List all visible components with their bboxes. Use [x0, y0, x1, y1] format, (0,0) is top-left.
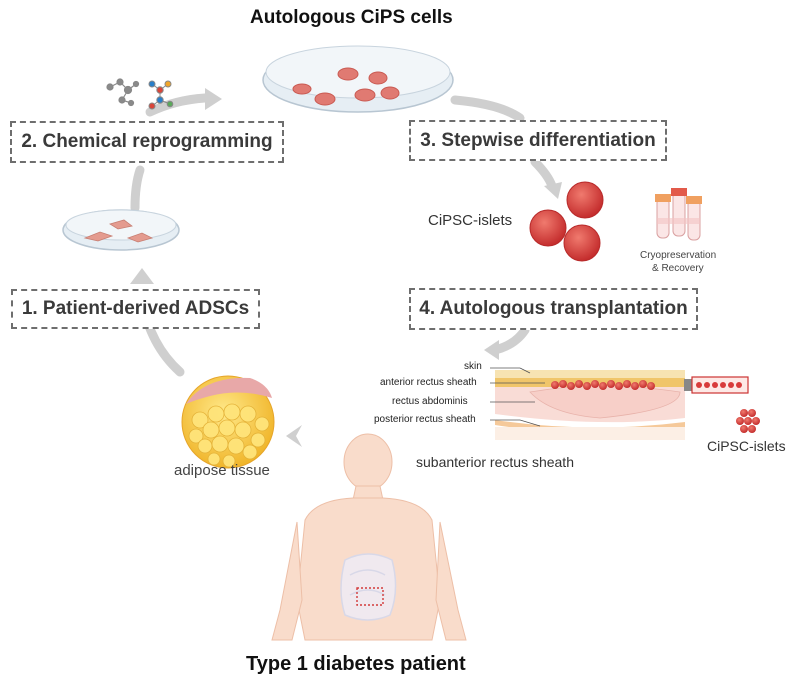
- layer-leader-lines: [490, 367, 545, 427]
- cryo-label-line2: & Recovery: [652, 263, 704, 274]
- cips-cell: [292, 83, 312, 95]
- arrow-step4-to-site: [490, 325, 530, 355]
- arrow-step2-to-cips: [145, 93, 210, 117]
- islets-label-upper: CiPSC-islets: [428, 212, 513, 229]
- adipose-tissue-illustration: [181, 375, 275, 469]
- cipsc-islet-clusters: [529, 181, 604, 262]
- title-cips-cells: Autologous CiPS cells: [250, 7, 453, 28]
- islets-label-lower: CiPSC-islets: [707, 438, 786, 454]
- step-2-label: 2. Chemical reprogramming: [21, 131, 273, 152]
- transplant-site-label: subanterior rectus sheath: [416, 454, 574, 470]
- arrowhead-site: [484, 340, 499, 360]
- small-islet-cluster: [736, 409, 760, 433]
- cips-cell: [380, 86, 400, 100]
- layer-label-posterior-rectus-sheath: posterior rectus sheath: [374, 414, 476, 425]
- cryovial-icon: [655, 188, 702, 241]
- adipose-tissue-label: adipose tissue: [174, 462, 270, 479]
- cips-culture-dish: [262, 45, 454, 113]
- step-2-box: 2. Chemical reprogramming: [10, 121, 284, 163]
- step-4-box: 4. Autologous transplantation: [409, 288, 698, 330]
- step-1-box: 1. Patient-derived ADSCs: [11, 289, 260, 329]
- layer-label-skin: skin: [464, 361, 482, 372]
- arrow-heads: [130, 88, 562, 447]
- islet-cluster: [529, 209, 567, 247]
- molecule-icon-color: [148, 80, 174, 110]
- cips-cell: [368, 71, 388, 85]
- islet-cluster: [563, 224, 601, 262]
- arrow-cips-to-step3: [450, 95, 525, 123]
- adsc-cell: [109, 219, 133, 230]
- molecule-icon-gray: [106, 78, 140, 107]
- step-3-box: 3. Stepwise differentiation: [409, 120, 667, 161]
- adsc-culture-dish: [62, 209, 180, 251]
- layer-label-rectus-abdominis: rectus abdominis: [392, 396, 468, 407]
- cips-cell: [314, 92, 336, 106]
- islet-cluster: [566, 181, 604, 219]
- step-3-label: 3. Stepwise differentiation: [420, 129, 656, 151]
- layer-label-anterior-rectus-sheath: anterior rectus sheath: [380, 377, 477, 388]
- arrow-step3-to-islets: [530, 157, 557, 191]
- abdomen-organs: [340, 553, 397, 621]
- transplant-site-marker: [356, 587, 384, 606]
- arrow-dish-to-step2: [130, 165, 145, 213]
- step-4-label: 4. Autologous transplantation: [419, 298, 688, 319]
- adsc-cell: [83, 231, 114, 242]
- arrowhead-islets: [544, 182, 562, 199]
- cryo-label-line1: Cryopreservation: [640, 250, 717, 261]
- cips-cell: [354, 88, 376, 102]
- title-patient: Type 1 diabetes patient: [246, 653, 466, 675]
- adsc-cell: [126, 232, 154, 243]
- arrowhead-adscs: [130, 268, 154, 284]
- abdominal-wall-layers: [495, 370, 749, 440]
- cips-cell: [337, 67, 359, 81]
- step-1-label: 1. Patient-derived ADSCs: [21, 298, 250, 319]
- arrowhead-patient-to-adipose: [286, 425, 302, 447]
- arrowhead-cips: [205, 88, 222, 110]
